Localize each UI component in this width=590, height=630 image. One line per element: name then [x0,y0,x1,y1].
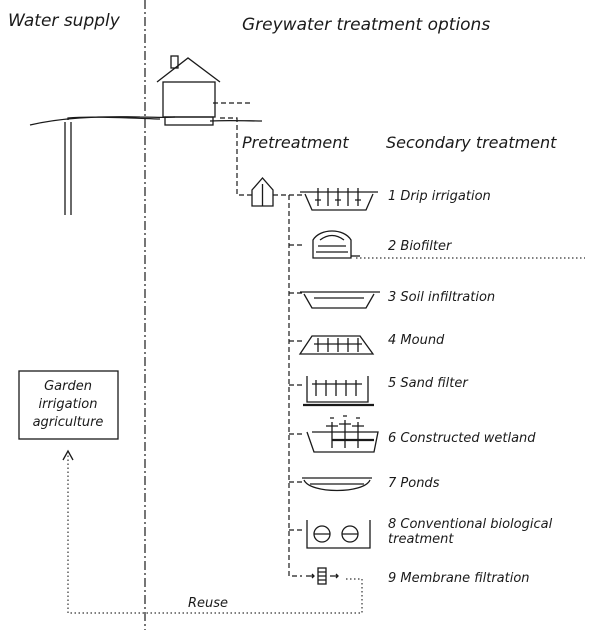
pretreatment-tank-icon [251,177,274,207]
reuse-return-line [67,455,363,614]
option-label-1: 1 Drip irrigation [388,189,491,204]
option-label-2: 2 Biofilter [388,239,453,254]
reuse-label: Reuse [188,596,228,611]
water-supply-heading: Water supply [8,11,121,31]
secondary-treatment-heading: Secondary treatment [386,133,557,152]
option-label-9: 9 Membrane filtration [388,571,530,586]
reuse-destination-box [18,370,119,440]
soil-infiltration-icon [300,291,380,309]
option-label-6: 6 Constructed wetland [388,431,536,446]
reuse-box-line-1: Garden [44,379,92,394]
greywater-options-heading: Greywater treatment options [242,15,490,35]
option-label-3: 3 Soil infiltration [388,290,495,305]
biofilter-icon [312,230,360,259]
reuse-box-line-3: agriculture [33,415,104,430]
pretreatment-heading: Pretreatment [242,133,349,152]
reuse-box-line-2: irrigation [38,397,97,412]
option-label-7: 7 Ponds [388,476,440,491]
constructed-wetland-icon [306,415,379,453]
option-label-8-line2: treatment [388,532,454,547]
distribution-pipe [273,194,302,577]
reuse-arrowhead-icon [62,449,74,461]
ground-well-icon [29,116,263,215]
drip-irrigation-icon [300,188,378,211]
distribution-branches [289,244,302,531]
biological-treatment-icon [306,520,371,549]
greywater-pipe [213,102,252,196]
sand-filter-icon [303,376,374,407]
option-label-4: 4 Mound [388,333,445,348]
option-label-5: 5 Sand filter [388,376,469,391]
ponds-icon [302,477,372,492]
mound-icon [298,335,375,355]
option-label-8: 8 Conventional biological [388,517,553,532]
house-icon [156,55,221,126]
membrane-filtration-icon [306,567,339,585]
